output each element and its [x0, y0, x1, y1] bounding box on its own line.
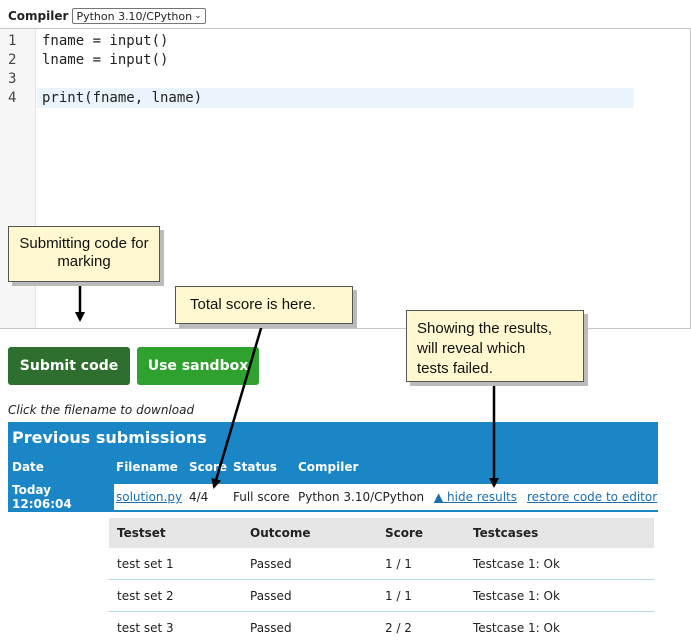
- compiler-label: Compiler: [8, 9, 69, 23]
- outcome-cell: Passed: [250, 589, 292, 603]
- column-header-date: Date: [12, 460, 44, 474]
- code-text[interactable]: print(fname, lname): [42, 90, 203, 106]
- line-number: 1: [8, 33, 17, 49]
- submission-status: Full score: [233, 490, 290, 504]
- outcome-cell: Passed: [250, 621, 292, 635]
- table-row: test set 2 Passed 1 / 1 Testcase 1: Ok: [109, 580, 654, 612]
- code-text[interactable]: lname = input(): [42, 52, 169, 68]
- compiler-select[interactable]: Python 3.10/CPython ⌄: [72, 8, 206, 24]
- download-hint: Click the filename to download: [8, 403, 195, 417]
- callout-results-line: will reveal which: [417, 340, 526, 357]
- testcases-cell: Testcase 1: Ok: [473, 589, 560, 603]
- submit-code-button[interactable]: Submit code: [8, 347, 130, 385]
- score-cell: 1 / 1: [385, 557, 412, 571]
- code-editor[interactable]: 1 fname = input() 2 lname = input() 3 4 …: [0, 28, 691, 329]
- column-header-score: Score: [189, 460, 228, 474]
- testset-cell: test set 3: [117, 621, 174, 635]
- submission-score: 4/4: [189, 490, 209, 504]
- line-number: 3: [8, 71, 17, 87]
- hide-results-link[interactable]: ▲ hide results: [434, 490, 517, 504]
- column-header-compiler: Compiler: [298, 460, 359, 474]
- table-row: test set 3 Passed 2 / 2 Testcase 1: Ok: [109, 612, 654, 643]
- table-row: test set 1 Passed 1 / 1 Testcase 1: Ok: [109, 548, 654, 580]
- column-header-filename: Filename: [116, 460, 178, 474]
- code-text[interactable]: fname = input(): [42, 33, 169, 49]
- results-header-outcome: Outcome: [250, 526, 311, 540]
- results-header-testset: Testset: [117, 526, 166, 540]
- testset-cell: test set 1: [117, 557, 174, 571]
- results-header-testcases: Testcases: [473, 526, 539, 540]
- previous-submissions-table: Previous submissions Date Filename Score…: [8, 422, 658, 512]
- callout-results-line: tests failed.: [417, 360, 493, 377]
- active-line-highlight: [37, 88, 634, 108]
- score-cell: 1 / 1: [385, 589, 412, 603]
- submissions-title: Previous submissions: [12, 428, 207, 447]
- chevron-down-icon: ⌄: [194, 11, 202, 21]
- testcases-cell: Testcase 1: Ok: [473, 557, 560, 571]
- use-sandbox-button[interactable]: Use sandbox: [137, 347, 259, 385]
- filename-link[interactable]: solution.py: [116, 490, 183, 504]
- submissions-divider: [8, 510, 658, 512]
- callout-submitting-code: Submitting code for marking: [8, 226, 160, 282]
- callout-results-line: Showing the results,: [417, 320, 553, 337]
- restore-code-link[interactable]: restore code to editor: [527, 490, 658, 504]
- callout-total-score: Total score is here.: [175, 286, 353, 324]
- results-header: Testset Outcome Score Testcases: [109, 518, 654, 548]
- testset-cell: test set 2: [117, 589, 174, 603]
- column-header-status: Status: [233, 460, 277, 474]
- results-header-score: Score: [385, 526, 424, 540]
- score-cell: 2 / 2: [385, 621, 412, 635]
- line-number: 2: [8, 52, 17, 68]
- callout-showing-results: Showing the results, will reveal which t…: [406, 310, 584, 382]
- line-number: 4: [8, 90, 17, 106]
- outcome-cell: Passed: [250, 557, 292, 571]
- submission-compiler: Python 3.10/CPython: [298, 490, 425, 504]
- submission-date: Today 12:06:04: [8, 483, 114, 511]
- compiler-row: Compiler Python 3.10/CPython ⌄: [8, 8, 206, 24]
- submission-row: [114, 484, 658, 510]
- testcases-cell: Testcase 1: Ok: [473, 621, 560, 635]
- compiler-selected-value: Python 3.10/CPython: [76, 9, 193, 23]
